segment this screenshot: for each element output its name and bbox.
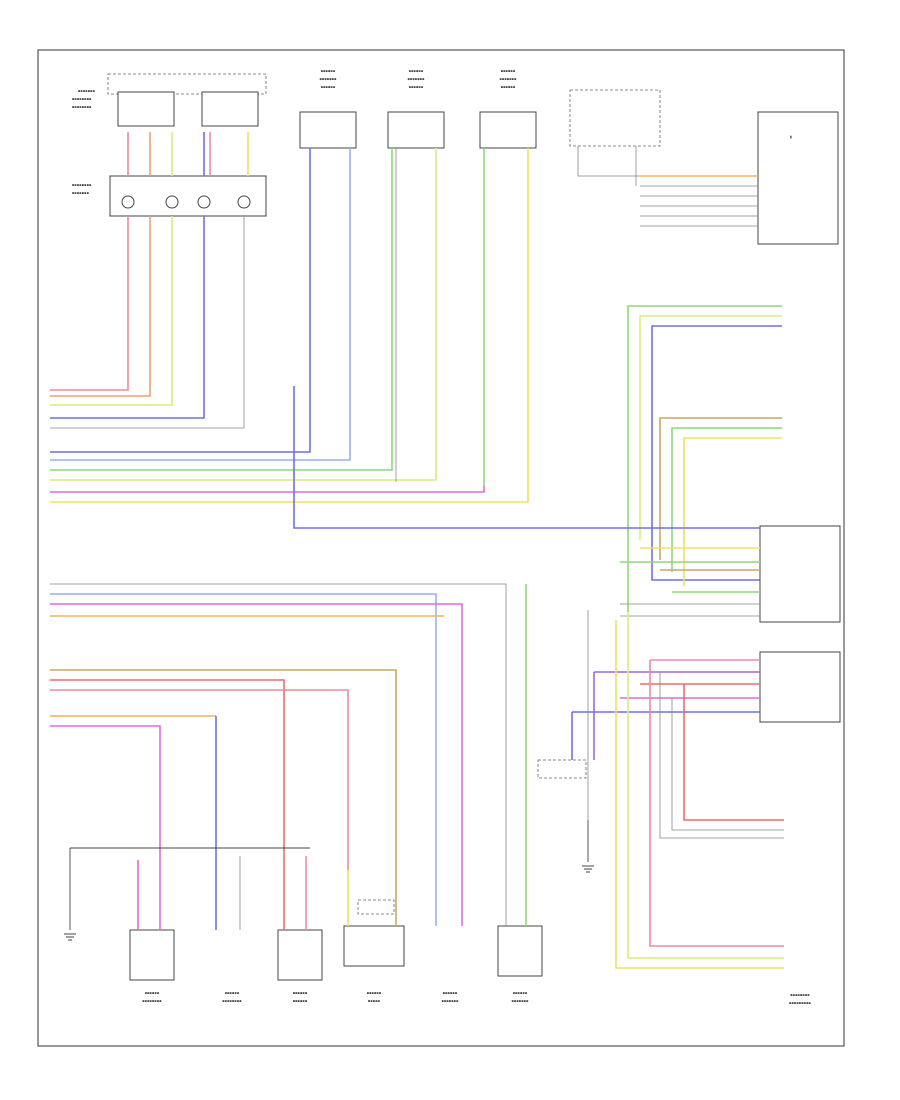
svg-text:▪▪▪▪▪▪▪▪: ▪▪▪▪▪▪▪▪ xyxy=(790,993,810,997)
top-left-module-group: ▪▪▪▪▪▪▪ ▪▪▪▪▪▪▪▪ ▪▪▪▪▪▪▪▪ ▪▪▪▪▪▪▪▪ ▪▪▪▪▪… xyxy=(72,73,267,217)
svg-text:▪▪▪▪▪▪▪▪: ▪▪▪▪▪▪▪▪ xyxy=(222,999,242,1003)
svg-text:▪▪▪▪▪▪: ▪▪▪▪▪▪ xyxy=(501,85,516,89)
svg-text:▪▪▪▪▪▪: ▪▪▪▪▪▪ xyxy=(501,69,516,73)
svg-text:▪▪▪▪▪▪▪: ▪▪▪▪▪▪▪ xyxy=(319,77,337,81)
svg-text:▪▪▪▪▪▪: ▪▪▪▪▪▪ xyxy=(293,999,308,1003)
top-right-group: ▮ xyxy=(569,89,839,245)
svg-text:▪▪▪▪▪▪▪▪: ▪▪▪▪▪▪▪▪ xyxy=(72,105,92,109)
svg-text:▪▪▪▪▪▪: ▪▪▪▪▪▪ xyxy=(145,991,160,995)
svg-text:▪▪▪▪▪▪▪: ▪▪▪▪▪▪▪ xyxy=(407,77,425,81)
diagram-frame xyxy=(37,49,845,1047)
bottom-components xyxy=(129,899,543,981)
component-captions: ▪▪▪▪▪▪ ▪▪▪▪▪▪▪▪ ▪▪▪▪▪▪ ▪▪▪▪▪▪▪▪ ▪▪▪▪▪▪ ▪… xyxy=(142,991,811,1005)
svg-text:▪▪▪▪▪▪: ▪▪▪▪▪▪ xyxy=(225,991,240,995)
svg-text:▪▪▪▪▪▪▪: ▪▪▪▪▪▪▪ xyxy=(72,191,90,195)
svg-text:▪▪▪▪▪▪: ▪▪▪▪▪▪ xyxy=(409,85,424,89)
svg-text:▪▪▪▪▪▪▪▪: ▪▪▪▪▪▪▪▪ xyxy=(72,183,92,187)
svg-text:▪▪▪▪▪▪▪▪▪: ▪▪▪▪▪▪▪▪▪ xyxy=(789,1001,811,1005)
svg-text:▪▪▪▪▪▪: ▪▪▪▪▪▪ xyxy=(409,69,424,73)
svg-text:▪▪▪▪▪▪: ▪▪▪▪▪▪ xyxy=(513,991,528,995)
svg-text:▪▪▪▪▪▪: ▪▪▪▪▪▪ xyxy=(321,85,336,89)
svg-text:▪▪▪▪▪▪▪▪: ▪▪▪▪▪▪▪▪ xyxy=(72,97,92,101)
svg-text:▪▪▪▪▪▪: ▪▪▪▪▪▪ xyxy=(293,991,308,995)
svg-text:▪▪▪▪▪▪▪: ▪▪▪▪▪▪▪ xyxy=(441,999,459,1003)
svg-text:▪▪▪▪▪▪▪▪: ▪▪▪▪▪▪▪▪ xyxy=(142,999,162,1003)
svg-text:▪▪▪▪▪▪: ▪▪▪▪▪▪ xyxy=(367,991,382,995)
top-middle-sensors: ▪▪▪▪▪▪ ▪▪▪▪▪▪▪ ▪▪▪▪▪▪ ▪▪▪▪▪▪ ▪▪▪▪▪▪▪ ▪▪▪… xyxy=(299,69,537,149)
svg-text:▪▪▪▪▪▪▪: ▪▪▪▪▪▪▪ xyxy=(78,89,96,93)
svg-text:▪▪▪▪▪: ▪▪▪▪▪ xyxy=(368,999,381,1003)
svg-text:▪▪▪▪▪▪: ▪▪▪▪▪▪ xyxy=(321,69,336,73)
svg-text:▮: ▮ xyxy=(790,135,792,139)
svg-text:▪▪▪▪▪▪: ▪▪▪▪▪▪ xyxy=(443,991,458,995)
svg-text:▪▪▪▪▪▪▪: ▪▪▪▪▪▪▪ xyxy=(499,77,517,81)
svg-text:▪▪▪▪▪▪▪: ▪▪▪▪▪▪▪ xyxy=(511,999,529,1003)
